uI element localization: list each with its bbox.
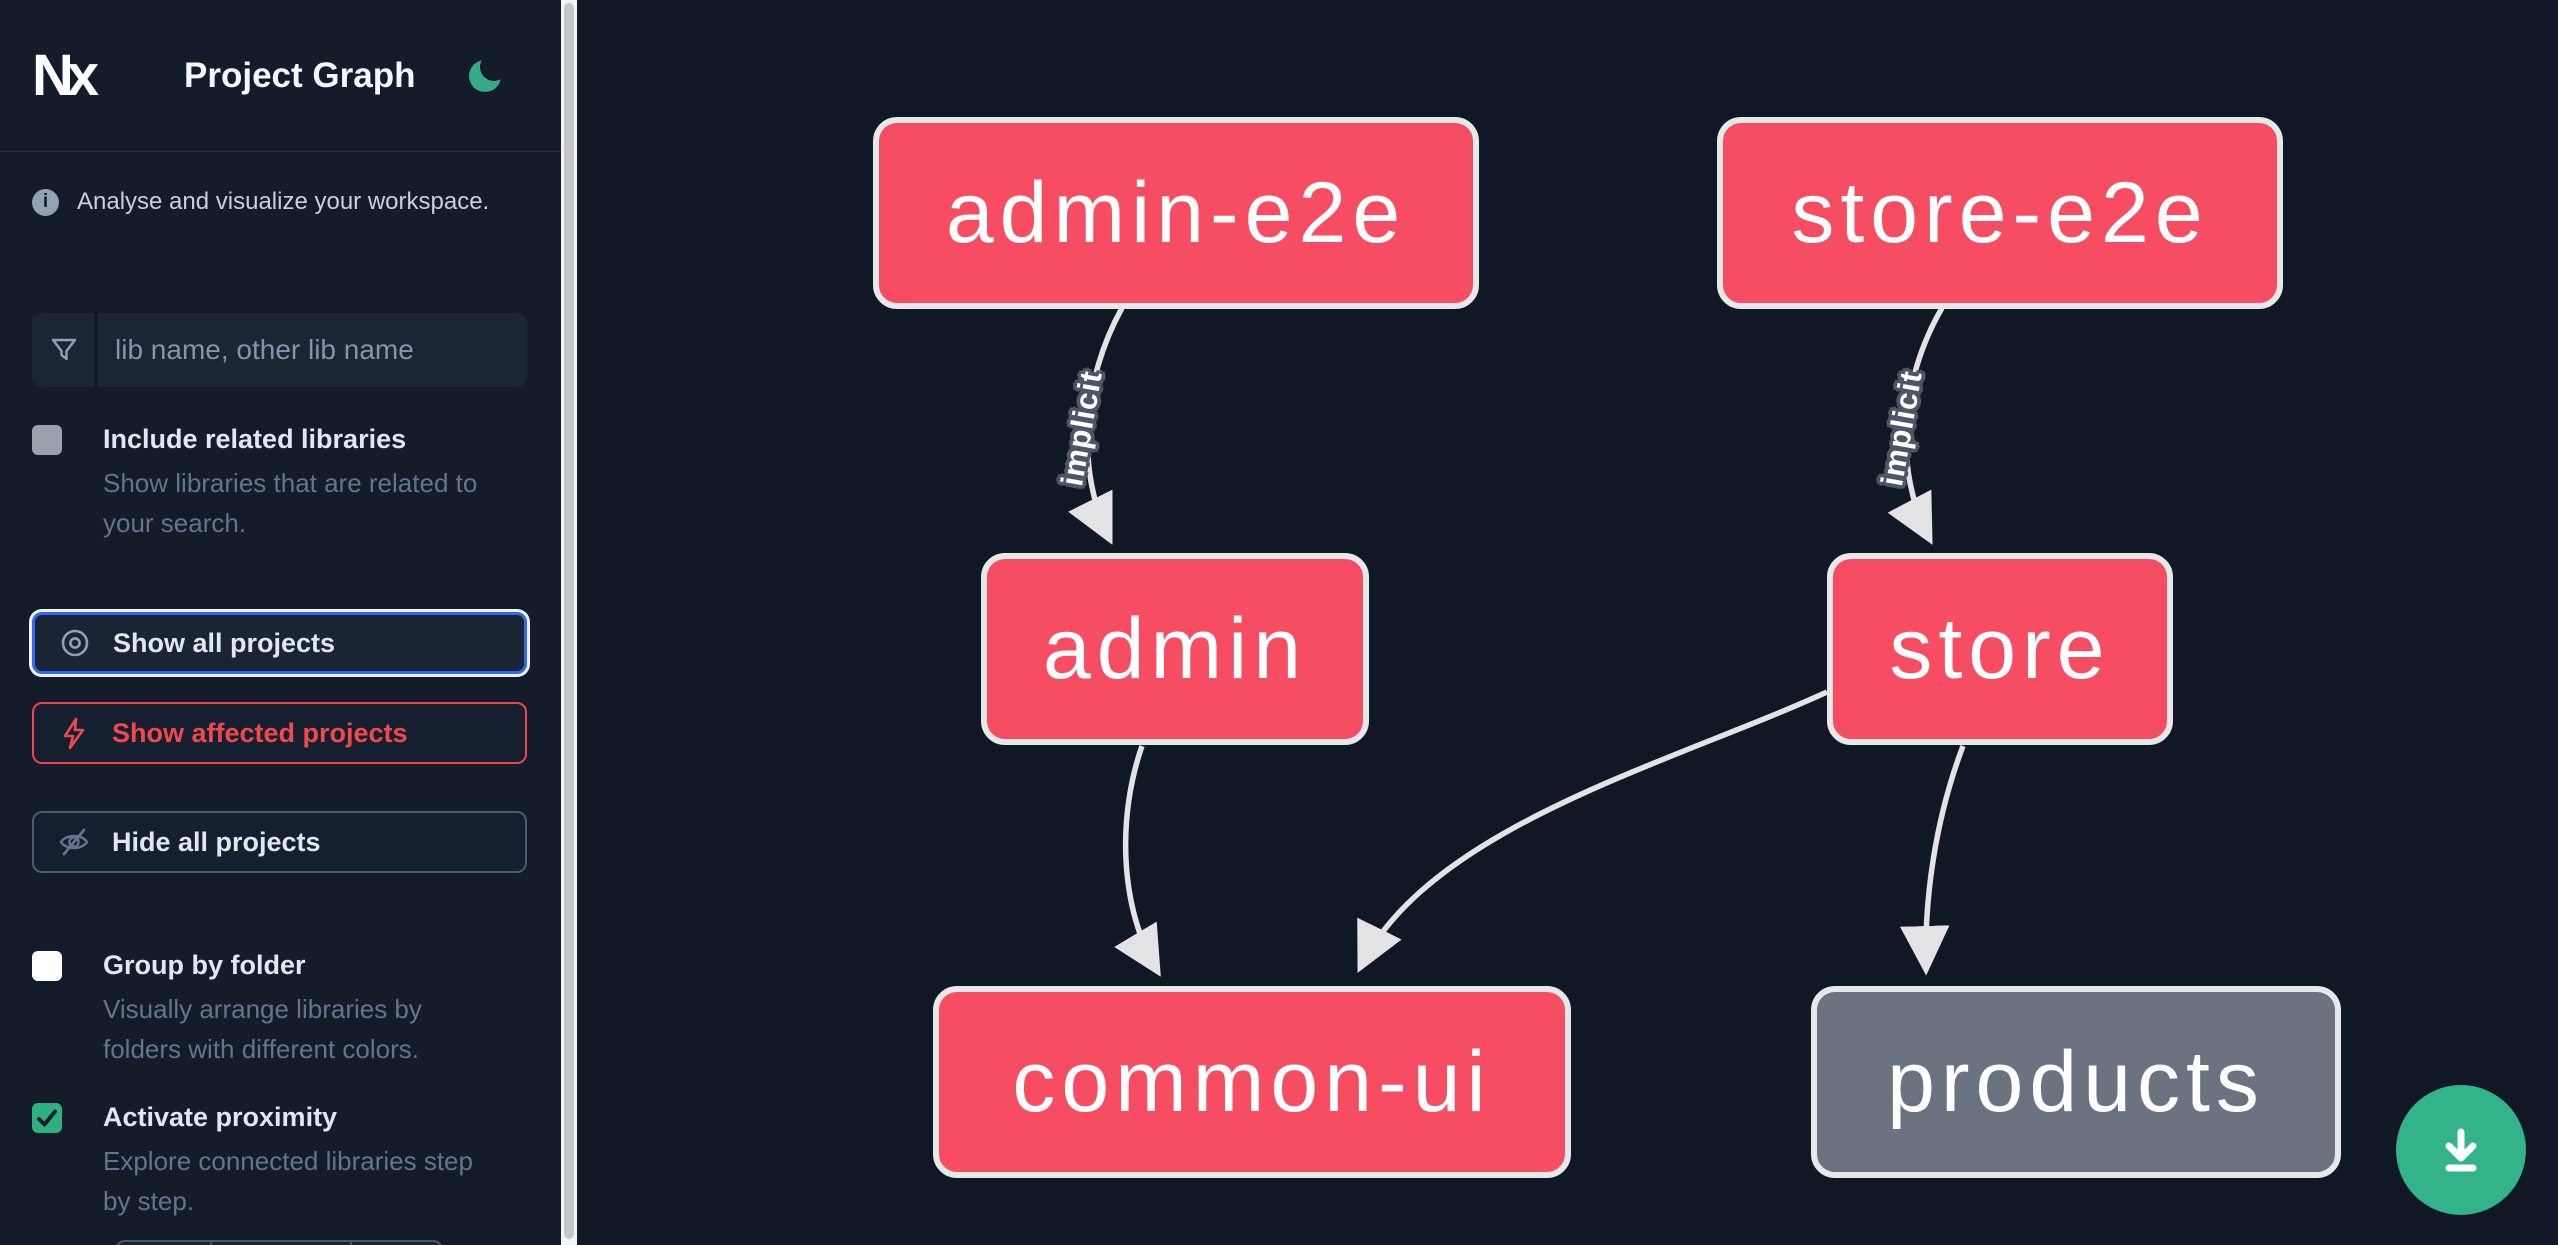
search-box — [32, 313, 527, 387]
option-label: Include related libraries — [103, 424, 407, 454]
checkbox-group-by-folder[interactable] — [32, 951, 62, 981]
scrollbar-thumb[interactable] — [564, 3, 574, 1239]
hide-all-projects-button[interactable]: Hide all projects — [32, 811, 527, 873]
option-include-related: Include related libraries Show libraries… — [32, 424, 532, 543]
tagline-row: i Analyse and visualize your workspace. — [0, 152, 561, 216]
project-node-products[interactable]: products — [1811, 986, 2341, 1178]
option-group-by-folder: Group by folder Visually arrange librari… — [32, 950, 532, 1069]
segmented-control-clipped[interactable] — [115, 1240, 443, 1245]
edge-store-products — [1900, 745, 1966, 976]
bolt-icon — [56, 715, 92, 751]
dark-mode-toggle[interactable] — [469, 52, 508, 92]
option-label: Activate proximity — [103, 1102, 338, 1132]
nx-logo: Nx — [32, 43, 99, 108]
eye-off-icon — [56, 824, 92, 860]
download-image-button[interactable] — [2396, 1085, 2526, 1215]
sidebar: Nx Project Graph i Analyse and visualize… — [0, 0, 561, 1245]
option-label: Group by folder — [103, 950, 306, 980]
option-description: Visually arrange libraries by folders wi… — [103, 994, 422, 1064]
option-activate-proximity: Activate proximity Explore connected lib… — [32, 1102, 532, 1221]
sidebar-header: Nx Project Graph — [0, 0, 561, 152]
project-node-store-e2e[interactable]: store-e2e — [1717, 117, 2283, 309]
edge-store-common-ui — [1357, 689, 1829, 973]
edge-admin-e2e-admin — [1068, 306, 1125, 545]
project-node-store[interactable]: store — [1827, 553, 2173, 745]
tagline-text: Analyse and visualize your workspace. — [77, 188, 490, 215]
show-affected-projects-button[interactable]: Show affected projects — [32, 702, 527, 764]
funnel-icon — [32, 313, 97, 387]
info-icon: i — [32, 188, 59, 216]
eye-icon — [57, 625, 93, 661]
download-icon — [2433, 1122, 2489, 1178]
option-description: Show libraries that are related to your … — [103, 468, 478, 538]
show-all-projects-button[interactable]: Show all projects — [32, 612, 527, 674]
checkbox-activate-proximity[interactable] — [32, 1103, 62, 1133]
project-node-admin-e2e[interactable]: admin-e2e — [873, 117, 1479, 309]
check-icon — [35, 1106, 59, 1130]
checkbox-include-related[interactable] — [32, 425, 62, 455]
option-description: Explore connected libraries step by step… — [103, 1146, 473, 1216]
page-title: Project Graph — [184, 55, 416, 95]
search-input[interactable] — [97, 313, 527, 387]
edge-store-e2e-store — [1887, 306, 1945, 545]
edge-admin-common-ui — [1114, 745, 1161, 977]
sidebar-scrollbar — [561, 0, 577, 1245]
project-node-common-ui[interactable]: common-ui — [933, 986, 1571, 1178]
project-node-admin[interactable]: admin — [981, 553, 1369, 745]
